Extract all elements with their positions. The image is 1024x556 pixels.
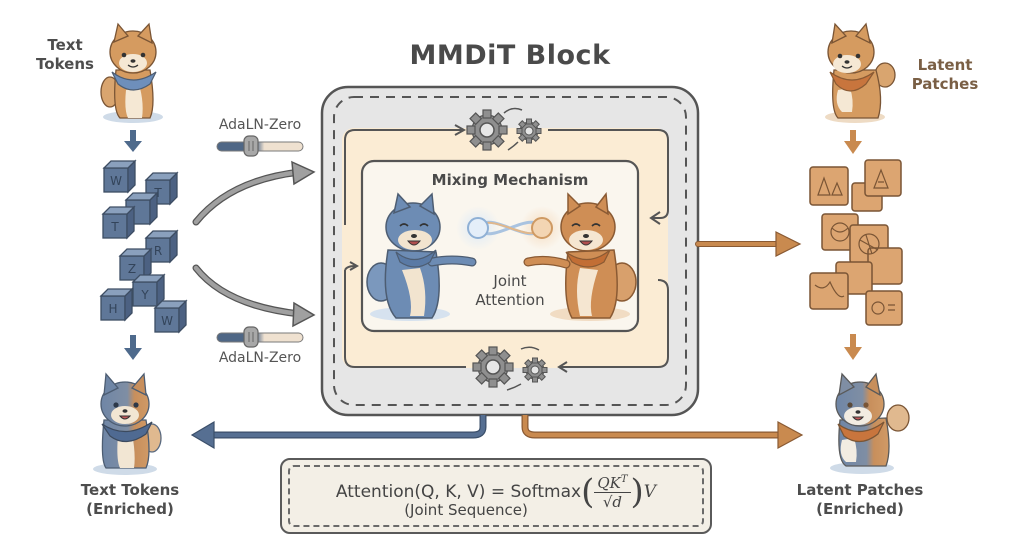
text-token-cube: W	[102, 159, 137, 194]
formula-dashed-border	[288, 465, 704, 527]
adaln-slider-top[interactable]	[216, 135, 304, 157]
patch-sketch-icon	[873, 168, 889, 189]
latent-output-arrow	[521, 415, 804, 450]
formula-tail: V	[643, 482, 657, 502]
attention-formula: Attention(Q, K, V) = Softmax(QKT √d)V	[282, 472, 710, 512]
formula-subtitle: (Joint Sequence)	[404, 501, 528, 519]
condition-arrow-bottom	[192, 264, 316, 328]
formula-denominator: √d	[602, 492, 623, 511]
enriched-text-line2: (Enriched)	[86, 500, 174, 518]
condition-arrow-top	[192, 160, 316, 226]
gear-icon-top-small	[516, 118, 542, 144]
latent-patch-tile	[809, 166, 849, 206]
cube-letter: T	[110, 220, 119, 234]
enriched-text-line1: Text Tokens	[80, 481, 180, 499]
gear-icon-top	[466, 109, 508, 151]
formula-fraction: QKT √d	[594, 473, 631, 511]
text-token-cube: Y	[131, 273, 166, 308]
cube-letter: H	[108, 302, 117, 316]
latent-patches-enriched-label: Latent Patches (Enriched)	[775, 481, 945, 519]
latent-patch-tiles	[809, 159, 903, 326]
formula-softmax: Softmax	[510, 482, 582, 502]
latent-patches-label-line1: Latent	[917, 56, 973, 74]
cube-letter: W	[161, 314, 173, 328]
slider-handle[interactable]	[243, 326, 259, 348]
text-token-cube: T	[101, 205, 136, 240]
text-tokens-label-line1: Text	[47, 36, 83, 54]
joint-attention-line2: Attention	[475, 291, 545, 309]
patch-sketch-icon	[830, 222, 850, 242]
arrow-down-icon	[844, 130, 862, 154]
cube-letter: R	[154, 244, 162, 258]
adaln-zero-label-bottom: AdaLN-Zero	[218, 350, 302, 366]
formula-paren-close: )	[630, 472, 644, 512]
text-token-cube: W	[153, 299, 188, 334]
arrow-down-icon	[124, 335, 142, 360]
gear-icon-bottom-small	[522, 357, 548, 383]
joint-attention-line1: Joint	[493, 272, 527, 290]
formula-paren-open: (	[581, 472, 595, 512]
enriched-latent-line1: Latent Patches	[796, 481, 924, 499]
latent-patch-tile	[809, 272, 849, 310]
cube-letter: Y	[140, 288, 149, 302]
latent-patches-shiba-icon	[825, 22, 896, 123]
adaln-zero-label-top: AdaLN-Zero	[218, 117, 302, 133]
text-tokens-shiba-icon	[100, 22, 163, 123]
orange-shiba-icon	[523, 192, 637, 321]
text-tokens-label-line2: Tokens	[36, 55, 94, 73]
mixing-mechanism-title: Mixing Mechanism	[431, 171, 589, 189]
diagram-title: MMDiT Block	[409, 40, 611, 71]
arrow-down-icon	[844, 334, 862, 360]
cube-letter: W	[110, 174, 122, 188]
gear-icon-bottom	[472, 346, 514, 388]
attention-infinity-icon	[456, 206, 564, 250]
slider-handle[interactable]	[243, 135, 259, 157]
text-tokens-enriched-label: Text Tokens (Enriched)	[50, 481, 210, 519]
patch-sketch-icon	[858, 233, 880, 255]
formula-lhs: Attention(Q, K, V) =	[335, 482, 511, 502]
enriched-text-shiba-icon	[93, 372, 162, 475]
patch-sketch-icon	[871, 301, 895, 315]
arrow-down-icon	[124, 130, 142, 152]
attention-formula-box: Attention(Q, K, V) = Softmax(QKT √d)V (Jo…	[280, 458, 712, 534]
enriched-latent-shiba-icon	[830, 372, 910, 474]
rotate-arrow-icon	[503, 107, 523, 114]
cube-letter: Z	[128, 262, 136, 276]
patch-sketch-icon	[814, 280, 845, 298]
patch-sketch-icon	[817, 176, 843, 196]
latent-flow-arrow	[695, 231, 802, 257]
formula-numerator: QK	[597, 473, 621, 492]
text-output-arrow	[190, 415, 487, 450]
adaln-slider-bottom[interactable]	[216, 326, 304, 348]
latent-patches-label: Latent Patches	[895, 56, 995, 94]
blue-shiba-icon	[366, 192, 477, 321]
text-token-cube: H	[99, 287, 134, 322]
enriched-latent-line2: (Enriched)	[816, 500, 904, 518]
latent-patches-label-line2: Patches	[911, 75, 979, 93]
latent-patch-tile	[864, 159, 902, 197]
text-tokens-label: Text Tokens	[20, 36, 110, 74]
joint-attention-label: Joint Attention	[460, 272, 560, 310]
formula-sup: T	[620, 473, 628, 485]
